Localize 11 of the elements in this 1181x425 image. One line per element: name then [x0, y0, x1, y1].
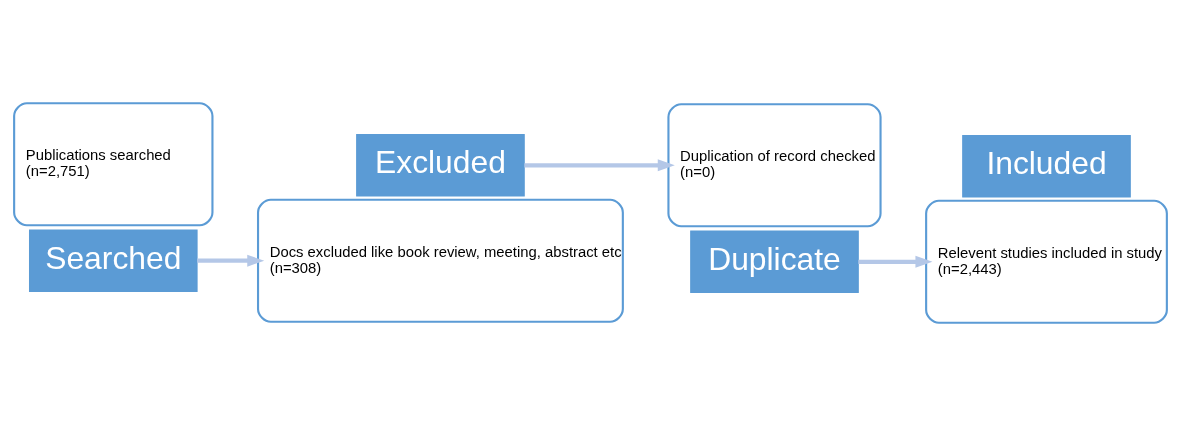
node-box: Relevent studies included in study (n=2,443): [925, 199, 1168, 324]
node-box: Publications searched (n=2,751): [13, 101, 214, 226]
node-box: Docs excluded like book review, meeting, abstract etc (n=308): [257, 198, 624, 323]
node-box: Excluded: [356, 133, 525, 197]
arrow: [524, 158, 675, 171]
node-box: Included: [962, 134, 1131, 198]
node-box: Duplication of record checked (n=0): [667, 102, 882, 227]
node-box: Searched: [29, 228, 198, 292]
arrow: [858, 255, 933, 268]
arrow: [197, 254, 265, 267]
node-box: Duplicate: [690, 230, 859, 293]
